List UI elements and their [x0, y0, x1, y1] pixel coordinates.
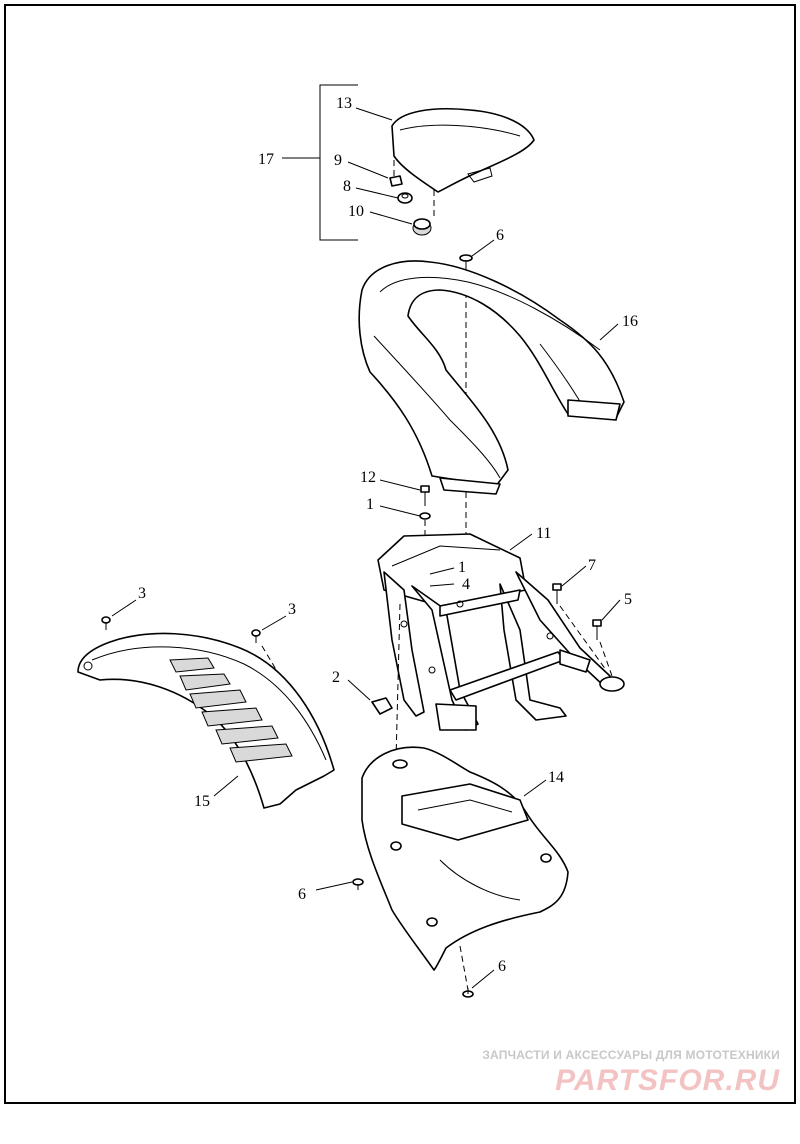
callout-11: 11: [536, 525, 551, 542]
fastener-part-6-left: [352, 878, 364, 890]
callout-1-lower: 1: [458, 559, 466, 576]
watermark: ЗАПЧАСТИ И АКСЕССУАРЫ ДЛЯ МОТОТЕХНИКИ PA…: [482, 1048, 780, 1098]
grommet-part-8: [397, 192, 413, 204]
callout-4: 4: [462, 576, 470, 593]
fender-part-15: [77, 632, 335, 809]
callout-10: 10: [348, 203, 364, 220]
cowl-part-16: [358, 260, 625, 495]
callout-2: 2: [332, 669, 340, 686]
callout-1-upper: 1: [366, 496, 374, 513]
callout-3-left: 3: [138, 585, 146, 602]
bolt-part-7: [552, 583, 562, 604]
drawing-frame: [4, 4, 796, 1104]
washer-part-1-upper: [419, 512, 431, 520]
clip-part-2: [371, 697, 393, 715]
callout-6-bottom: 6: [498, 958, 506, 975]
callout-14: 14: [548, 769, 564, 786]
fastener-part-6-bottom: [462, 988, 474, 998]
callout-12: 12: [360, 469, 376, 486]
callout-9: 9: [334, 152, 342, 169]
screw-part-3-right: [251, 629, 261, 643]
screw-part-3-left: [101, 616, 111, 630]
kit-bracket: [282, 84, 358, 241]
callout-13: 13: [336, 95, 352, 112]
callout-8: 8: [343, 178, 351, 195]
watermark-logo: PARTSFOR.RU: [555, 1064, 780, 1097]
callout-6-left: 6: [298, 886, 306, 903]
fender-vents: [169, 657, 293, 763]
watermark-caption: ЗАПЧАСТИ И АКСЕССУАРЫ ДЛЯ МОТОТЕХНИКИ: [482, 1048, 780, 1062]
rack-part-11: [377, 533, 625, 731]
callout-17: 17: [258, 151, 274, 168]
bolt-part-5: [592, 619, 602, 640]
callout-15: 15: [194, 793, 210, 810]
callout-labels: 13 17 9 8 10 6 16 12 1 11 1 4 7 5 3 3 2 …: [138, 95, 638, 975]
leader-lines: [111, 107, 621, 989]
bolt-part-12: [420, 485, 430, 506]
nut-part-10: [412, 218, 432, 236]
callout-7: 7: [588, 557, 596, 574]
callout-6-top: 6: [496, 227, 504, 244]
pad-part-13: [391, 107, 535, 193]
callout-3-right: 3: [288, 601, 296, 618]
undertray-part-14: [361, 746, 569, 971]
clip-part-9: [389, 175, 403, 187]
screw-part-6-top: [459, 254, 473, 270]
callout-16: 16: [622, 313, 638, 330]
callout-5: 5: [624, 591, 632, 608]
